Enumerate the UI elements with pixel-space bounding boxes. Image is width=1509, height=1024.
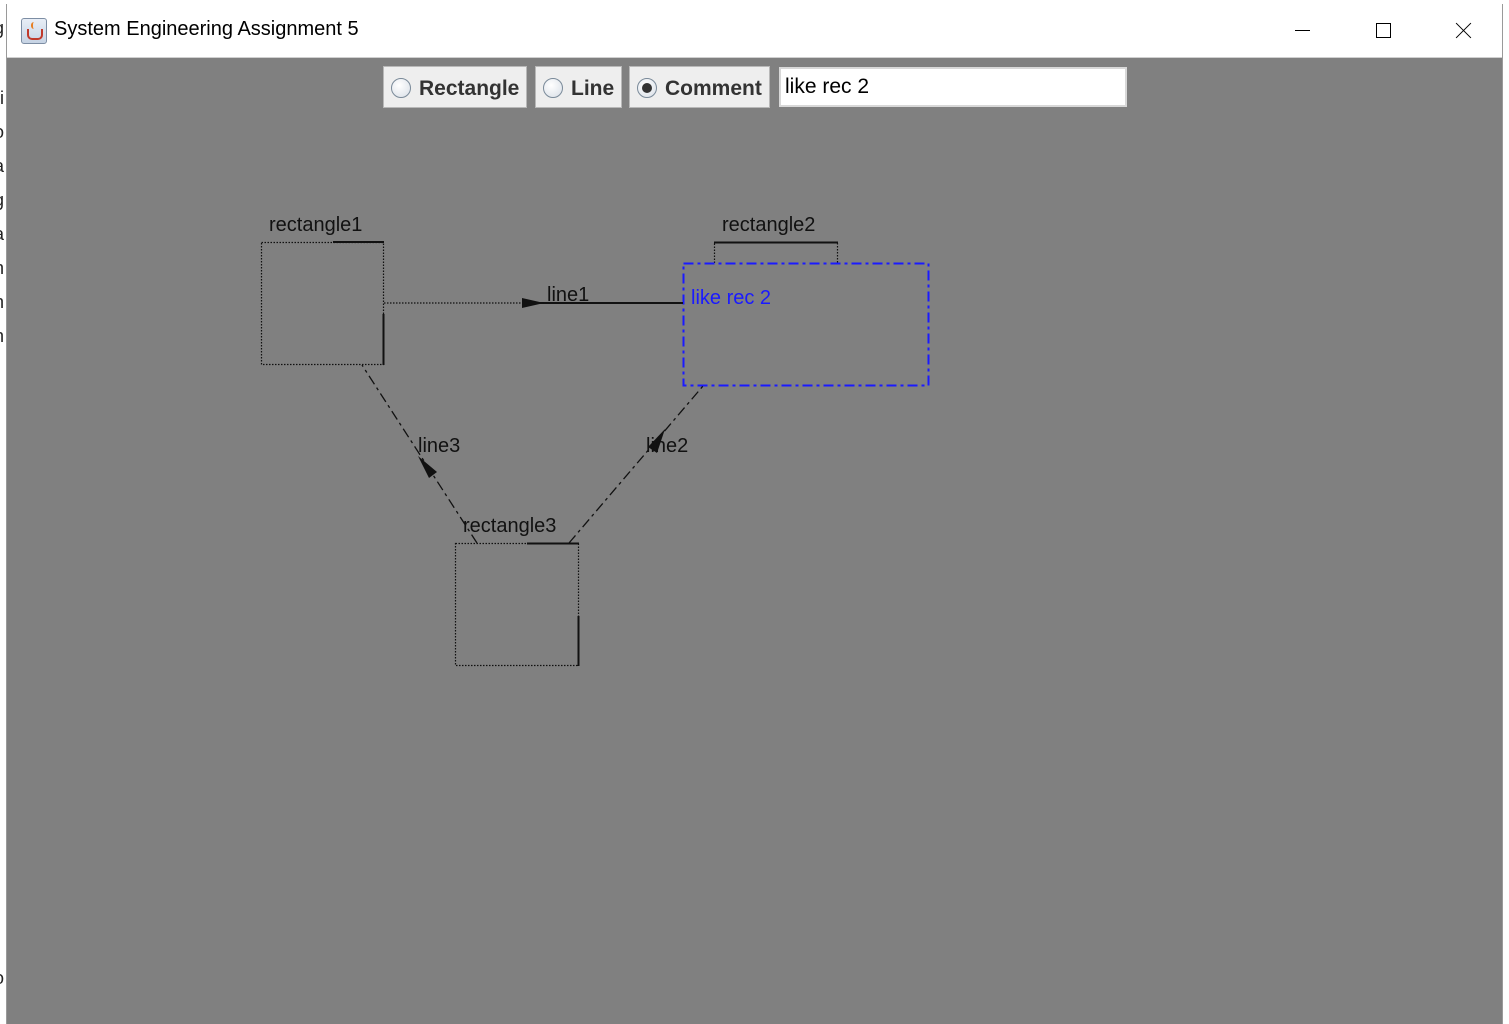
rectangle3-label: rectangle3 — [463, 515, 557, 537]
app-window: System Engineering Assignment 5 — [6, 4, 1503, 1024]
line1-connector[interactable] — [384, 298, 683, 308]
background-window-right-edge — [1503, 0, 1509, 1024]
maximize-button[interactable] — [1343, 4, 1423, 58]
line3-arrowhead — [418, 456, 437, 478]
comment-radio-label: Comment — [665, 77, 762, 100]
line-radio-button[interactable]: Line — [535, 66, 622, 108]
line2-label: line2 — [646, 435, 689, 457]
bg-fragment: n — [0, 292, 4, 313]
comment-radio-button[interactable]: Comment — [629, 66, 770, 108]
line3-label: line3 — [418, 435, 461, 457]
line2-connector[interactable] — [568, 385, 704, 544]
line3-connector[interactable] — [361, 364, 478, 544]
window-title: System Engineering Assignment 5 — [54, 18, 359, 40]
line1-label: line1 — [547, 284, 590, 306]
bg-fragment: g — [0, 18, 4, 39]
rectangle3-shape[interactable] — [454, 542, 580, 667]
title-bar[interactable]: System Engineering Assignment 5 — [7, 4, 1502, 58]
bg-fragment: n — [0, 326, 4, 347]
bg-fragment: n — [0, 258, 4, 279]
line1-arrowhead — [522, 298, 544, 308]
radio-unselected-icon — [543, 78, 563, 98]
radio-selected-icon — [637, 78, 657, 98]
bg-fragment: a — [0, 156, 4, 177]
bg-fragment: g — [0, 190, 4, 211]
comment-text-input[interactable] — [779, 67, 1127, 107]
background-window-left-edge: g r ri o a g a n n n : o — [0, 0, 6, 1024]
minimize-button[interactable] — [1262, 4, 1342, 58]
bg-fragment: o — [0, 122, 4, 143]
minimize-icon — [1295, 30, 1310, 31]
maximize-icon — [1376, 23, 1391, 38]
rectangle2-label: rectangle2 — [722, 214, 816, 236]
diagram-canvas[interactable] — [7, 4, 1504, 1024]
comment-box[interactable] — [682, 262, 930, 387]
rectangle-radio-button[interactable]: Rectangle — [383, 66, 527, 108]
comment-text: like rec 2 — [691, 287, 772, 309]
bg-fragment: ri — [0, 88, 4, 108]
line-radio-label: Line — [571, 77, 615, 100]
java-app-icon — [21, 18, 47, 44]
rectangle2-shape[interactable] — [713, 241, 839, 264]
bg-fragment: a — [0, 224, 4, 245]
line2-arrowhead — [648, 429, 665, 453]
rectangle1-label: rectangle1 — [269, 214, 363, 236]
radio-unselected-icon — [391, 78, 411, 98]
rectangle-radio-label: Rectangle — [419, 77, 520, 100]
bg-fragment: o — [0, 968, 4, 989]
rectangle1-shape[interactable] — [260, 241, 385, 366]
